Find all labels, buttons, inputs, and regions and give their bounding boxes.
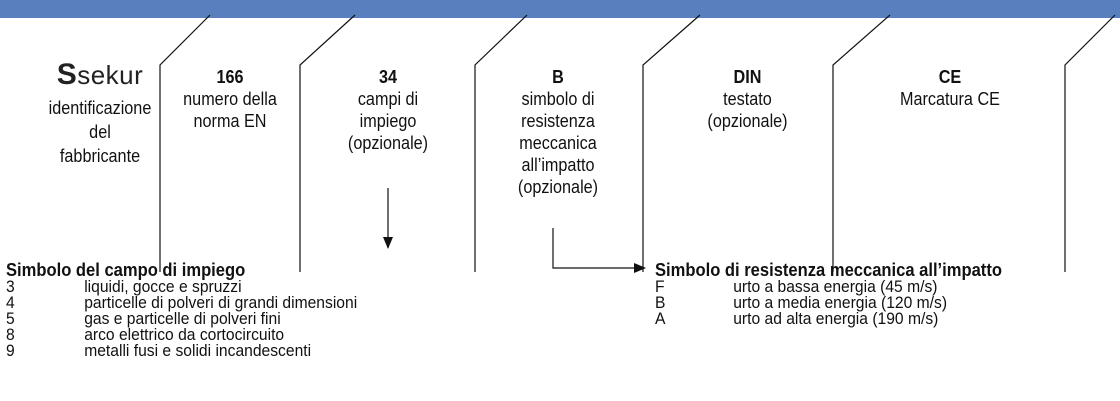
legend-text: urto ad alta energia (190 m/s): [733, 309, 939, 328]
divider-1: [159, 14, 211, 272]
legend-text: arco elettrico da cortocircuito: [84, 325, 285, 344]
legend-row: 4 particelle di polveri di grandi dimensi…: [6, 293, 358, 312]
divider-3: [474, 14, 528, 272]
legend-text: metalli fusi e solidi incandescenti: [84, 341, 312, 360]
column-code: B: [552, 67, 564, 87]
legend-title: Simbolo di resistenza meccanica all’impa…: [655, 260, 1002, 280]
legend-title: Simbolo del campo di impiego: [6, 260, 246, 280]
legend-text: particelle di polveri di grandi dimensio…: [84, 293, 358, 312]
column-code: 34: [378, 67, 398, 87]
impact-resistance-legend: Simbolo di resistenza meccanica all’impa…: [655, 260, 1002, 328]
legend-row: 3 liquidi, gocce e spruzzi: [6, 277, 357, 296]
manufacturer-block: Ssekur identificazione del fabbricante: [30, 58, 170, 168]
legend-key: 3: [6, 277, 15, 296]
legend-row: 5 gas e particelle di polveri fini: [6, 309, 357, 328]
arrow-impact: [552, 228, 646, 273]
column-fields: 34 campi di impiego (opzionale): [316, 66, 460, 154]
column-din: DIN testato (opzionale): [678, 66, 818, 132]
divider-2: [299, 14, 356, 272]
legend-key: B: [655, 293, 666, 312]
legend-key: 9: [6, 341, 15, 360]
legend-row: 9 metalli fusi e solidi incandescenti: [6, 341, 357, 360]
legend-row: 8 arco elettrico da cortocircuito: [6, 325, 357, 344]
column-code: 166: [216, 67, 244, 87]
column-ce: CE Marcatura CE: [869, 66, 1031, 110]
legend-key: A: [655, 309, 666, 328]
top-bar: [0, 0, 1120, 18]
manufacturer-description: identificazione del fabbricante: [48, 98, 152, 166]
field-of-use-legend: Simbolo del campo di impiego 3 liquidi, g…: [6, 260, 358, 360]
legend-text: gas e particelle di polveri fini: [84, 309, 281, 328]
legend-key: F: [655, 277, 665, 296]
column-description: testato (opzionale): [707, 89, 788, 131]
sekur-logo: Ssekur: [30, 58, 170, 92]
column-code: DIN: [733, 67, 762, 87]
legend-text: urto a bassa energia (45 m/s): [733, 277, 938, 296]
column-code: CE: [938, 67, 962, 87]
column-description: campi di impiego (opzionale): [347, 89, 429, 153]
legend-key: 5: [6, 309, 15, 328]
column-description: Marcatura CE: [900, 89, 1000, 109]
legend-text: liquidi, gocce e spruzzi: [84, 277, 242, 296]
sekur-s-icon: S: [56, 58, 78, 91]
column-description: numero della norma EN: [183, 89, 277, 131]
legend-key: 4: [6, 293, 15, 312]
column-description: simbolo di resistenza meccanica all’impa…: [517, 89, 599, 197]
divider-5: [832, 14, 891, 272]
divider-4: [642, 14, 701, 272]
legend-text: urto a media energia (120 m/s): [733, 293, 948, 312]
legend-key: 8: [6, 325, 15, 344]
logo-text: sekur: [77, 60, 144, 90]
column-impact-symbol: B simbolo di resistenza meccanica all’im…: [486, 66, 630, 198]
column-norm: 166 numero della norma EN: [167, 66, 293, 132]
divider-6: [1064, 14, 1116, 272]
